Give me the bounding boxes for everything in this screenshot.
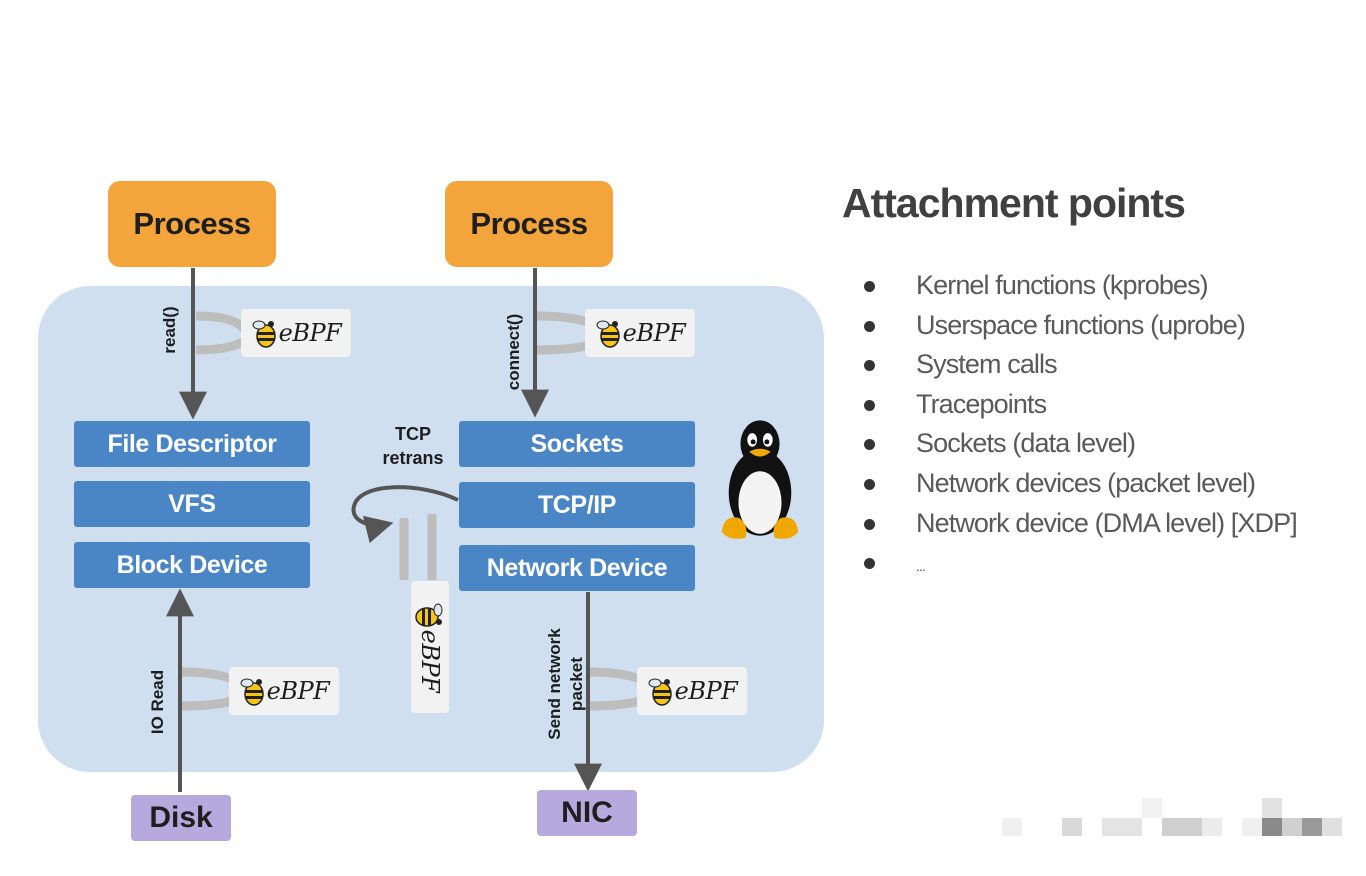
bee-icon	[252, 320, 276, 348]
watermark-blur	[1002, 798, 1342, 836]
ebpf-badge-send: eBPF	[637, 667, 747, 715]
nic-box: NIC	[537, 790, 637, 836]
ebpf-diagram: Process Process read() connect() File De…	[38, 181, 824, 841]
ebpf-text: eBPF	[416, 629, 445, 693]
ebpf-hook-retrans	[399, 514, 437, 580]
ebpf-text: eBPF	[674, 676, 738, 705]
layer-tcp-ip: TCP/IP	[459, 482, 695, 528]
ebpf-text: eBPF	[278, 318, 342, 347]
process-box-left: Process	[108, 181, 276, 267]
layer-vfs: VFS	[74, 481, 310, 527]
bullet-icon	[864, 399, 875, 411]
io-read-label: IO Read	[148, 669, 167, 735]
bee-icon	[648, 678, 672, 706]
ebpf-badge-retrans: eBPF	[411, 581, 449, 713]
disk-box: Disk	[131, 795, 231, 841]
bee-icon	[240, 678, 264, 706]
bullet-icon	[864, 558, 875, 570]
list-item: ...	[842, 543, 1352, 583]
list-item: Network devices (packet level)	[842, 464, 1352, 504]
list-item: Tracepoints	[842, 385, 1352, 425]
ebpf-text: eBPF	[622, 318, 686, 347]
retrans-arrow	[351, 485, 459, 544]
bullet-icon	[864, 320, 875, 332]
list-item: System calls	[842, 345, 1352, 385]
list-item: Sockets (data level)	[842, 424, 1352, 464]
layer-sockets: Sockets	[459, 421, 695, 467]
ebpf-badge-read: eBPF	[241, 309, 351, 357]
bullet-icon	[864, 360, 875, 372]
layer-block-device: Block Device	[74, 542, 310, 588]
bullet-icon	[864, 281, 875, 292]
layer-network-device: Network Device	[459, 545, 695, 591]
attachment-points-panel: Attachment points Kernel functions (kpro…	[842, 178, 1352, 583]
ebpf-badge-io-read: eBPF	[229, 667, 339, 715]
list-item: Network device (DMA level) [XDP]	[842, 504, 1352, 544]
tcp-retrans-label: TCP retrans	[382, 424, 444, 468]
bullet-icon	[864, 439, 875, 451]
layer-file-descriptor: File Descriptor	[74, 421, 310, 467]
ebpf-hook-read	[195, 311, 251, 355]
panel-title: Attachment points	[842, 180, 1186, 226]
connect-call-label: connect()	[504, 313, 523, 391]
process-box-right: Process	[445, 181, 613, 267]
bee-icon	[596, 320, 620, 348]
bullet-icon	[864, 518, 875, 530]
read-call-label: read()	[160, 306, 179, 354]
flow-arrows	[166, 268, 656, 792]
send-packet-label: Send network packet	[545, 628, 586, 740]
attachment-points-list: Kernel functions (kprobes) Userspace fun…	[842, 266, 1352, 583]
bullet-icon	[864, 478, 875, 490]
list-item: Kernel functions (kprobes)	[842, 266, 1352, 306]
ebpf-badge-connect: eBPF	[585, 309, 695, 357]
bee-icon	[415, 603, 443, 627]
ebpf-text: eBPF	[266, 676, 330, 705]
linux-tux-icon	[721, 420, 799, 539]
list-item: Userspace functions (uprobe)	[842, 306, 1352, 346]
